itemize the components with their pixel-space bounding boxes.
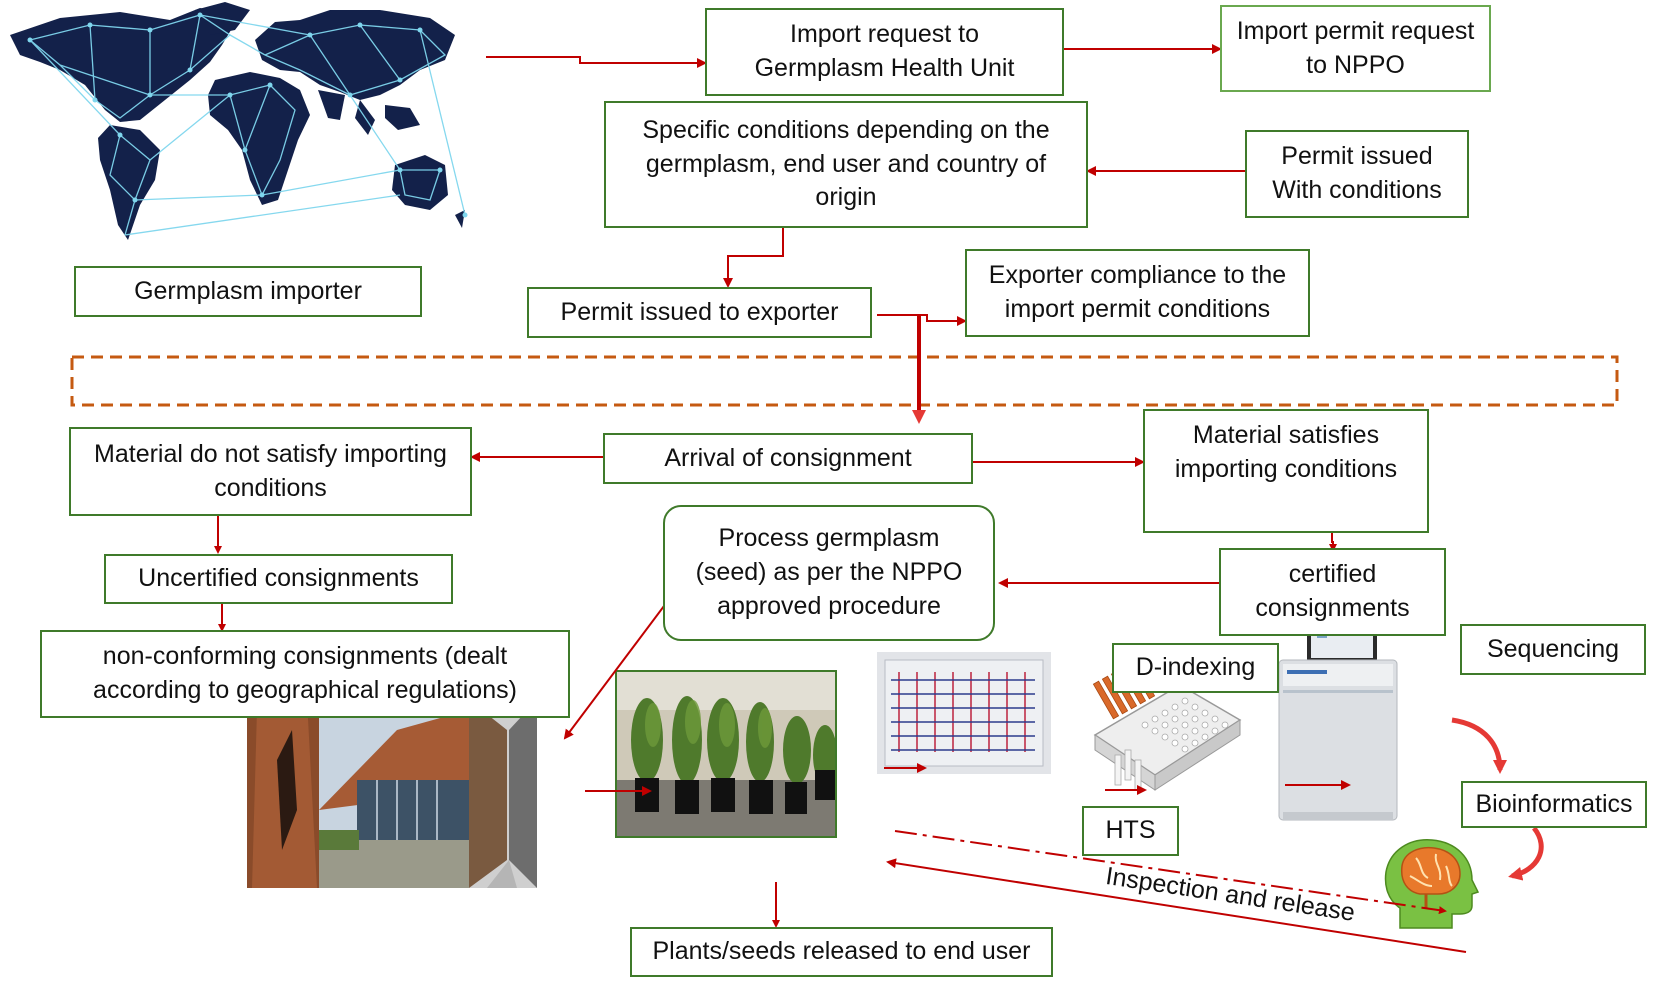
material-satisfies-box: Material satisfies importing conditions xyxy=(1143,409,1429,533)
arrow-brain-to-plants xyxy=(886,858,1467,953)
arrow-exporter-permit-to-compliance xyxy=(877,314,967,326)
import-request-box: Import request to Germplasm Health Unit xyxy=(705,8,1064,96)
plants-released-box: Plants/seeds released to end user xyxy=(630,927,1053,977)
seed-bank-facility-photo xyxy=(247,700,537,888)
d-indexing-box: D-indexing xyxy=(1112,643,1279,693)
hts-tube-rack-icon xyxy=(1092,660,1242,791)
exporter-compliance-box: Exporter compliance to the import permit… xyxy=(965,249,1310,337)
arrow-sequencer-to-bioinformatics xyxy=(1451,717,1507,774)
uncertified-consignments-box: Uncertified consignments xyxy=(104,554,453,604)
greenhouse-plants-photo xyxy=(615,670,837,838)
non-conforming-consignments-box: non-conforming consignments (dealt accor… xyxy=(40,630,570,718)
elisa-plate-photo xyxy=(877,652,1051,774)
process-germplasm-box: Process germplasm (seed) as per the NPPO… xyxy=(663,505,995,641)
arrow-inspection-release xyxy=(894,830,1447,915)
sequencing-box: Sequencing xyxy=(1460,624,1646,675)
hts-box: HTS xyxy=(1082,806,1179,856)
brain-head-icon xyxy=(1384,839,1480,929)
specific-conditions-box: Specific conditions depending on the ger… xyxy=(604,101,1088,228)
world-network-map-icon xyxy=(10,2,468,240)
arrow-process-to-facility xyxy=(563,597,671,740)
arrival-of-consignment-box: Arrival of consignment xyxy=(603,433,973,484)
material-not-satisfy-box: Material do not satisfy importing condit… xyxy=(69,427,472,516)
arrow-specific-to-exporter-permit xyxy=(723,228,784,288)
dashed-frame xyxy=(70,355,1619,407)
permit-issued-exporter-box: Permit issued to exporter xyxy=(527,287,872,338)
permit-issued-conditions-box: Permit issued With conditions xyxy=(1245,130,1469,218)
import-permit-request-box: Import permit request to NPPO xyxy=(1220,5,1491,92)
bioinformatics-box: Bioinformatics xyxy=(1461,781,1647,828)
arrow-satisfies-to-certified xyxy=(1329,533,1337,552)
germplasm-importer-box: Germplasm importer xyxy=(74,266,422,317)
arrow-bioinformatics-to-brain xyxy=(1508,826,1544,881)
certified-consignments-box: certified consignments xyxy=(1219,548,1446,636)
arrow-map-to-import-request xyxy=(486,56,707,68)
